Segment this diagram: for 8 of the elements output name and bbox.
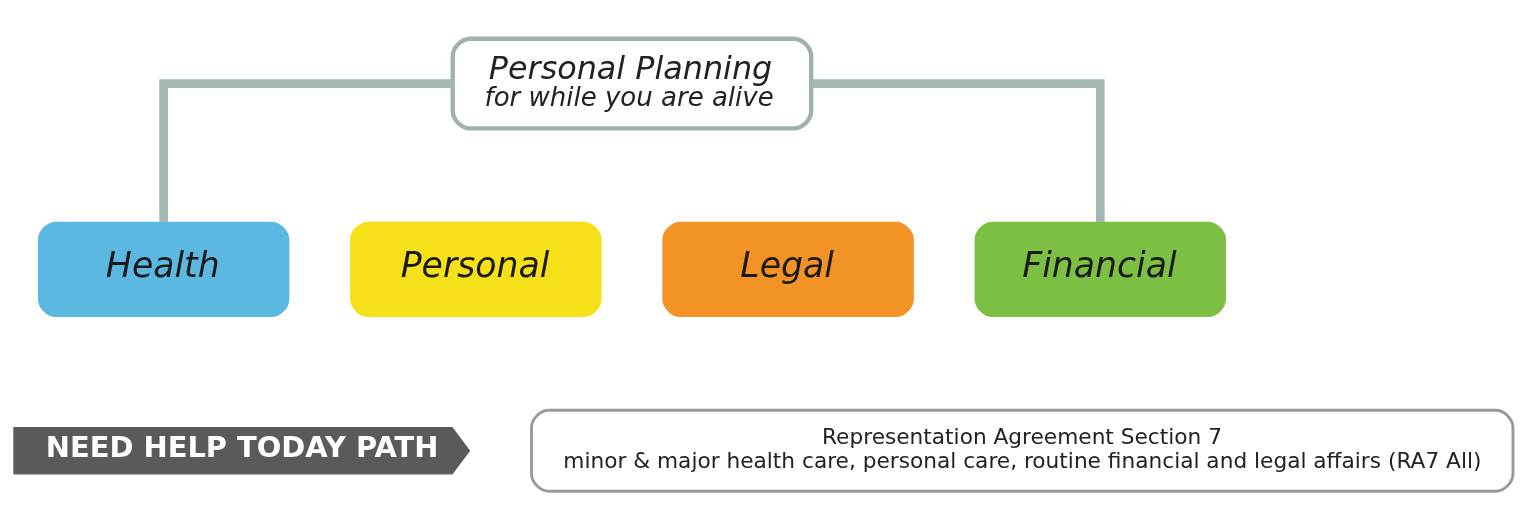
node-box: Personal Planning for while you are alive	[450, 36, 814, 131]
node-box: Health	[37, 221, 290, 318]
node-box: Financial	[974, 221, 1227, 318]
connector	[811, 79, 1105, 222]
node-box: Personal	[350, 221, 602, 318]
node-box: Representation Agreement Section 7 minor & major health care, personal care, routine financial and legal affairs (RA7 All)	[530, 408, 1515, 493]
node-box: Legal	[662, 221, 914, 318]
connector	[159, 79, 453, 222]
